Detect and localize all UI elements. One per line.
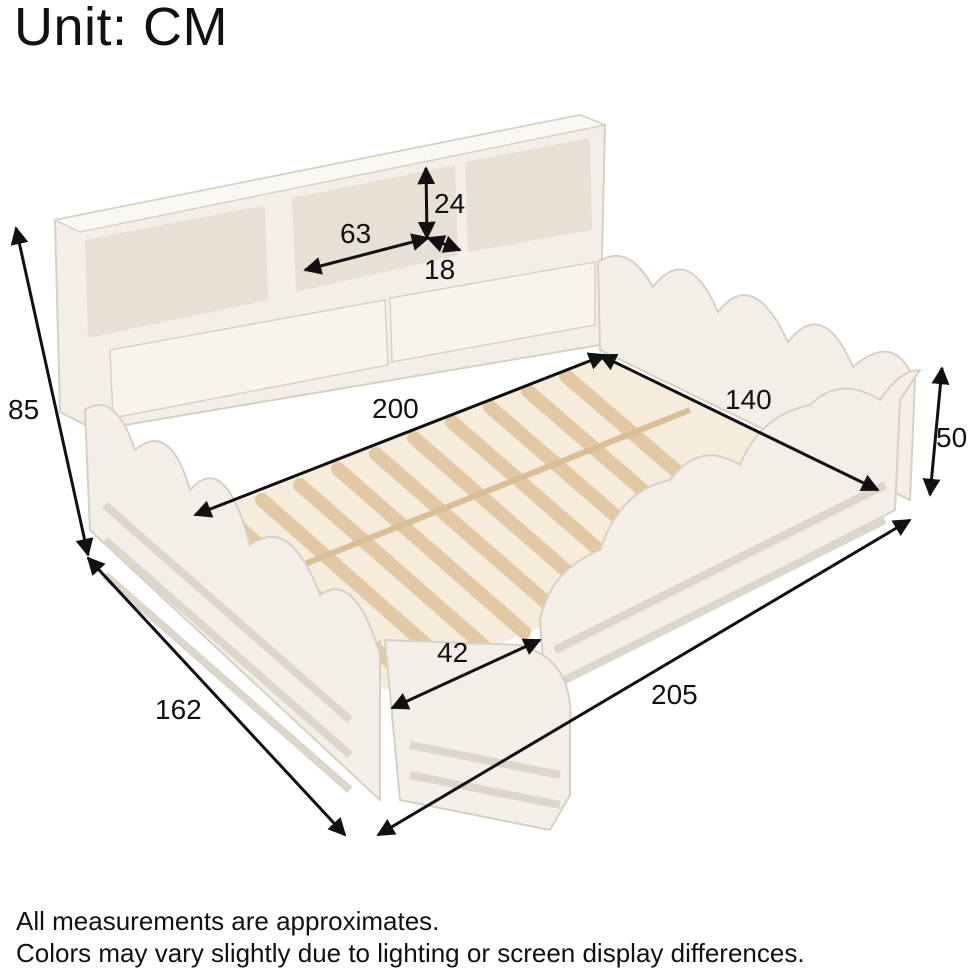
dim-line-shelf-height	[417, 166, 436, 240]
dim-line-gate-opening	[390, 638, 542, 710]
dim-label-bed-width: 140	[725, 384, 772, 415]
dim-label-shelf-depth: 18	[424, 254, 456, 285]
dim-label-headboard-length: 200	[372, 393, 419, 424]
dim-line-bed-width	[598, 353, 880, 492]
dim-line-length-total	[376, 518, 912, 837]
dim-label-shelf-height: 24	[434, 188, 466, 219]
dim-label-length-total: 205	[651, 679, 698, 710]
dim-line-shelf-width	[303, 233, 430, 275]
dim-line-shelf-depth	[426, 235, 462, 253]
unit-title: Unit: CM	[14, 0, 229, 57]
dim-line-headboard-length	[193, 352, 607, 518]
disclaimer-notes: All measurements are approximates. Color…	[16, 906, 805, 969]
note-colors: Colors may vary slightly due to lighting…	[16, 937, 805, 968]
dim-label-height-total: 85	[8, 394, 40, 425]
dim-label-depth-total: 162	[155, 694, 202, 725]
dim-line-depth-total	[86, 556, 347, 837]
dim-line-height-total	[10, 226, 94, 557]
note-measurements: All measurements are approximates.	[16, 906, 440, 936]
dim-label-gate-opening: 42	[437, 637, 469, 668]
headboard-bookcase	[52, 113, 608, 432]
dim-line-rail-height	[922, 366, 950, 497]
dimension-lines	[10, 166, 950, 837]
dim-label-rail-height: 50	[936, 422, 968, 453]
dim-label-shelf-width: 63	[340, 218, 372, 249]
